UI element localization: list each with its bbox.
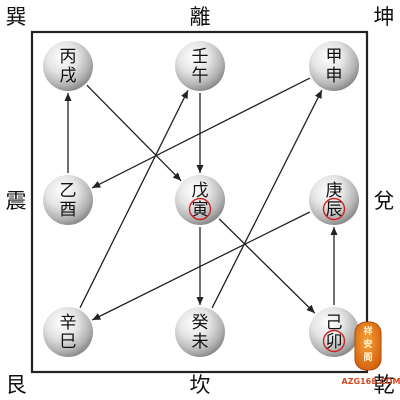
arrow-right-to-bottom-left <box>91 211 311 321</box>
palace-center: 戊寅 <box>175 175 225 225</box>
palace-top-left: 丙戌 <box>43 41 93 91</box>
palace-ball <box>175 307 225 357</box>
palace-left: 乙酉 <box>43 175 93 225</box>
trigram-top-right: 坤 <box>374 5 395 29</box>
trigram-top: 離 <box>190 5 211 29</box>
trigram-bottom-right: 乾 <box>374 373 395 397</box>
palace-bottom-left: 辛巳 <box>43 307 93 357</box>
highlight-circle <box>188 197 212 221</box>
palace-stem: 戊 <box>192 181 209 201</box>
trigram-bottom: 坎 <box>190 373 211 397</box>
palace-branch: 辰 <box>326 200 343 220</box>
palace-branch: 未 <box>192 332 209 352</box>
palace-stem: 庚 <box>326 181 343 201</box>
trigram-left: 震 <box>6 189 27 213</box>
palace-top-right: 甲申 <box>309 41 359 91</box>
palace-stem: 丙 <box>60 47 77 67</box>
trigram-right: 兌 <box>374 189 395 213</box>
palace-stem: 辛 <box>60 313 77 333</box>
highlight-circle <box>322 197 346 221</box>
arrow-center-to-bottom-right <box>218 218 316 314</box>
palace-branch: 寅 <box>192 200 209 220</box>
palace-branch: 酉 <box>60 200 77 220</box>
seal-text: 祥安阁 <box>363 325 372 363</box>
palace-right: 庚辰 <box>309 175 359 225</box>
palace-ball <box>309 307 359 357</box>
watermark-site: AZG168.COM <box>342 377 400 386</box>
palace-bottom: 癸未 <box>175 307 225 357</box>
palace-branch: 申 <box>326 66 343 86</box>
palace-stem: 壬 <box>192 47 209 67</box>
palace-ball <box>175 175 225 225</box>
palace-ball <box>43 175 93 225</box>
arrow-top-left-to-center <box>86 84 182 182</box>
arrow-top-right-to-left <box>91 77 311 189</box>
palace-stem: 癸 <box>192 313 209 333</box>
palace-stem: 甲 <box>326 47 343 67</box>
arrow-bottom-to-top-right <box>211 89 323 309</box>
palace-bottom-right: 己卯 <box>309 307 359 357</box>
trigram-bottom-left: 艮 <box>6 373 27 397</box>
palace-branch: 卯 <box>326 332 343 352</box>
palace-stem: 己 <box>326 313 343 333</box>
palace-ball <box>43 41 93 91</box>
arrow-bottom-left-to-top <box>79 89 189 309</box>
seal-shape <box>354 321 382 371</box>
trigram-top-left: 巽 <box>6 5 27 29</box>
palace-top: 壬午 <box>175 41 225 91</box>
outer-frame <box>30 30 369 374</box>
palace-branch: 巳 <box>60 332 77 352</box>
palace-ball <box>175 41 225 91</box>
palace-branch: 戌 <box>60 66 77 86</box>
palace-ball <box>43 307 93 357</box>
arrow-layer <box>64 77 338 321</box>
highlight-circle <box>322 329 346 353</box>
palace-ball <box>309 41 359 91</box>
watermark-seal: 祥安阁 <box>354 321 382 371</box>
palace-branch: 午 <box>192 66 209 86</box>
palace-ball <box>309 175 359 225</box>
palace-stem: 乙 <box>60 181 77 201</box>
